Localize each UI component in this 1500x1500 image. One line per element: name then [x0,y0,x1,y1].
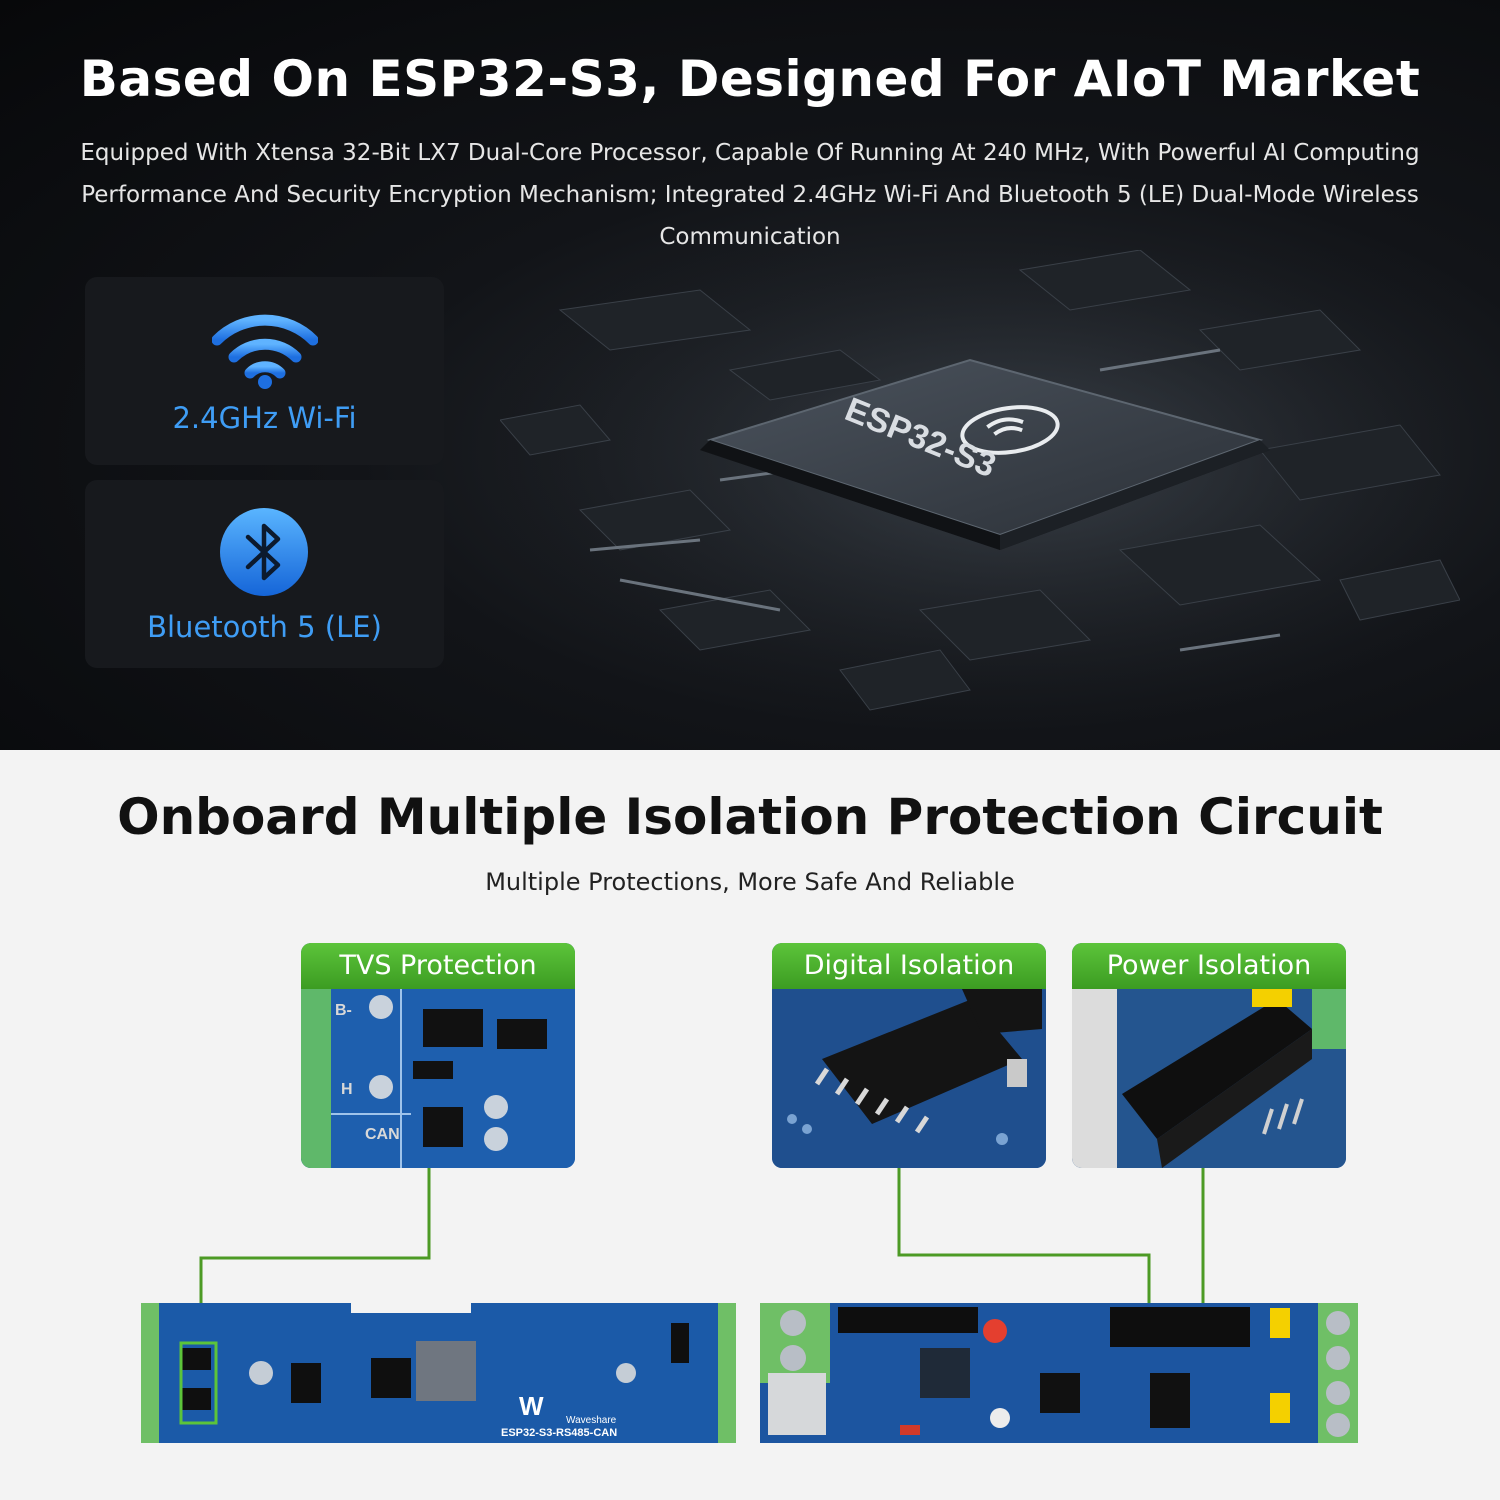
hero-description: Equipped With Xtensa 32-Bit LX7 Dual-Cor… [80,140,1420,250]
feature-label-wifi: 2.4GHz Wi-Fi [172,401,357,435]
board-back-view: W Waveshare ESP32-S3-RS485-CAN [141,1303,736,1443]
bluetooth-icon [220,508,308,596]
feature-card-wifi: 2.4GHz Wi-Fi [85,277,444,465]
svg-text:CAN: CAN [365,1126,400,1143]
isolation-protection-section: Onboard Multiple Isolation Protection Ci… [0,750,1500,1500]
board-model: ESP32-S3-RS485-CAN [501,1427,617,1439]
feature-card-bluetooth: Bluetooth 5 (LE) [85,480,444,668]
svg-text:W: W [519,1391,544,1421]
protection-card-tvs: TVS Protection B- H CAN [301,943,575,1168]
esp32-hero-section: Based On ESP32-S3, Designed For AIoT Mar… [0,0,1500,750]
protection-card-power-isolation: Power Isolation [1072,943,1346,1168]
esp32-chip-illustration: ESP32-S3 [500,250,1460,720]
board-front-view [760,1303,1358,1443]
power-isolation-closeup-image [1072,989,1346,1168]
protection-title: Onboard Multiple Isolation Protection Ci… [117,788,1383,846]
wifi-icon [212,314,318,389]
protection-subtitle: Multiple Protections, More Safe And Reli… [485,868,1015,896]
hero-title: Based On ESP32-S3, Designed For AIoT Mar… [79,50,1421,108]
protection-card-digital-isolation: Digital Isolation [772,943,1046,1168]
svg-text:B-: B- [335,1002,352,1019]
board-brand: Waveshare [566,1415,617,1426]
svg-text:H: H [341,1081,353,1098]
digital-isolation-closeup-image [772,989,1046,1168]
protection-label-power: Power Isolation [1072,943,1346,989]
protection-label-tvs: TVS Protection [301,943,575,989]
protection-label-digital: Digital Isolation [772,943,1046,989]
feature-label-bluetooth: Bluetooth 5 (LE) [147,610,382,644]
tvs-closeup-image: B- H CAN [301,989,575,1168]
